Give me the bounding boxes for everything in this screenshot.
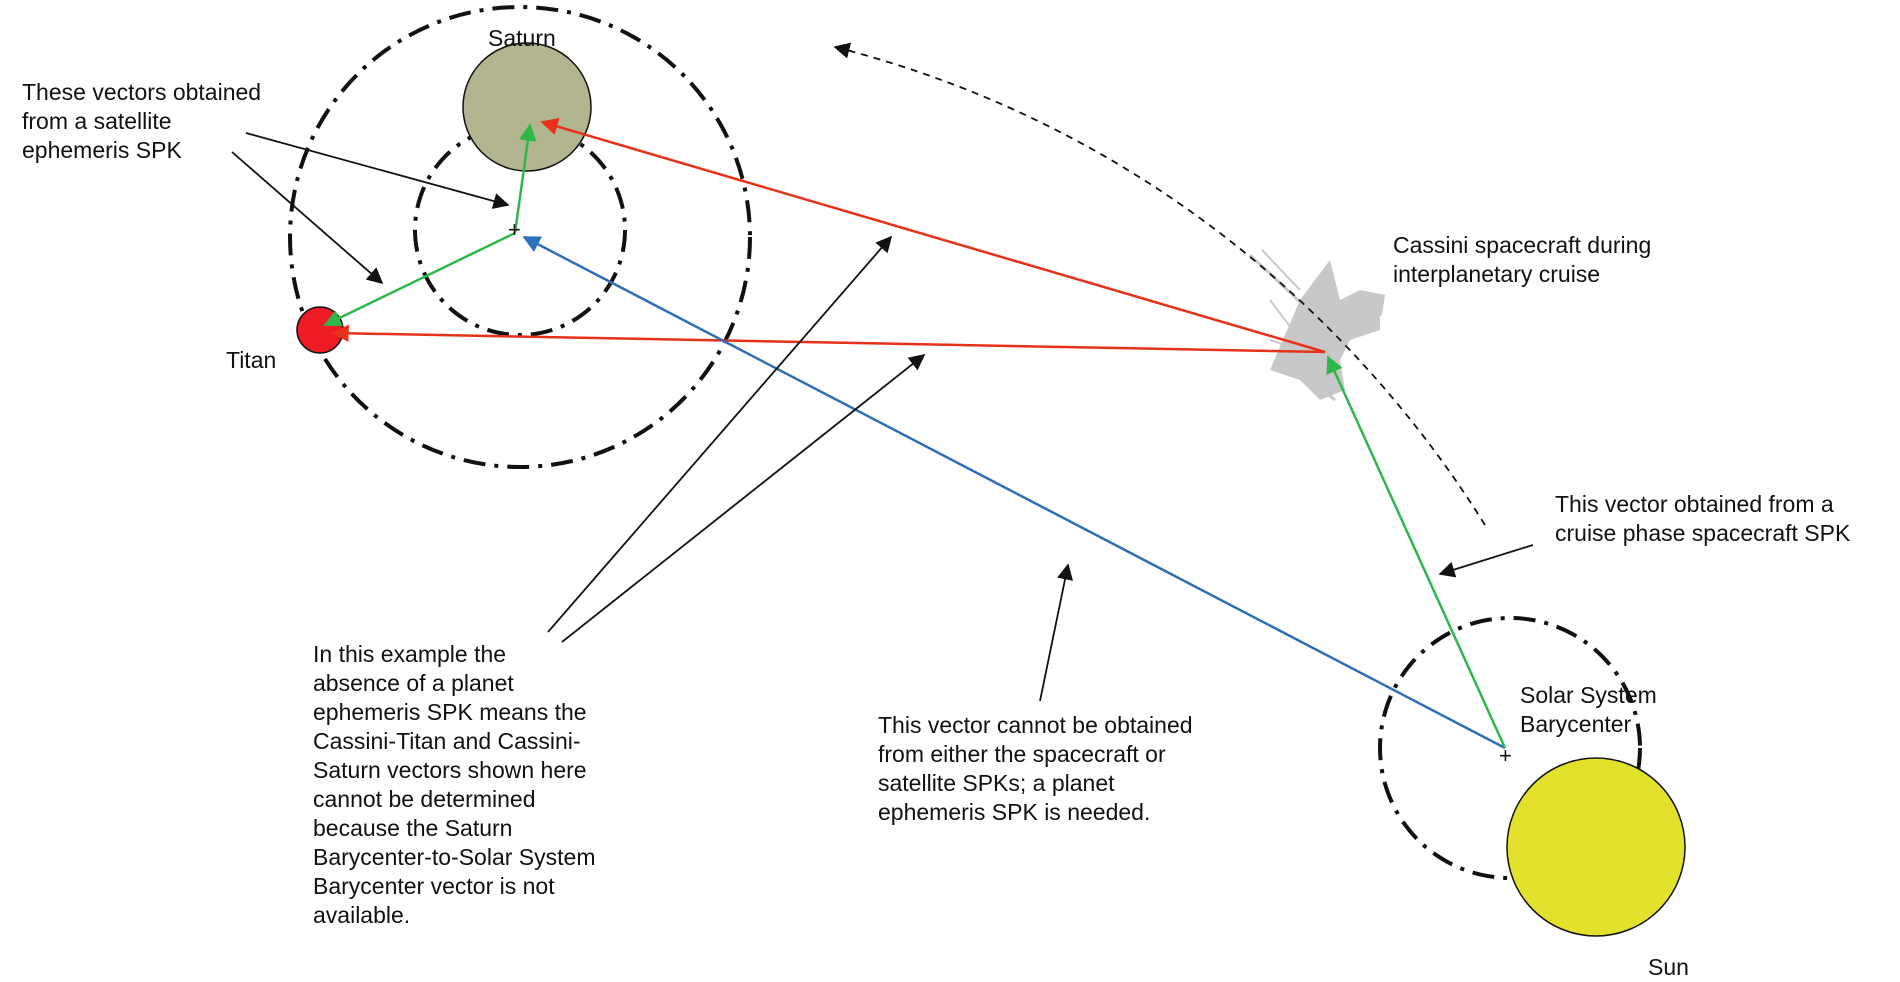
leader-arrow-satellite-2 [231,151,384,285]
titan-body [296,306,344,354]
leader-arrow-missing-vector [1039,563,1073,702]
leader-arrow-example-1 [547,235,893,633]
sun-body [1506,757,1686,937]
vector-ssb-to-cassini [1326,355,1507,749]
vector-saturn-barycenter-to-saturn [513,123,537,234]
solar-system-barycenter-marker: + [1499,743,1512,768]
leader-arrow-example-2 [561,353,926,643]
vector-cassini-to-titan [331,324,1326,354]
vector-ssb-to-saturn-barycenter [522,235,1506,750]
satellite-vectors-annotation: These vectors obtained from a satellite … [22,79,262,163]
vector-cassini-to-saturn [540,118,1326,354]
leader-arrow-satellite-1 [245,132,510,209]
sun-label: Sun [1648,954,1689,980]
cruise-vector-annotation: This vector obtained from a cruise phase… [1555,491,1851,546]
cassini-label: Cassini spacecraft during interplanetary… [1393,232,1652,287]
saturn-body [462,42,592,172]
missing-vector-annotation: This vector cannot be obtained from eith… [878,712,1193,825]
sun-orbit [1378,616,1642,880]
vector-saturn-barycenter-to-titan [323,231,516,327]
titan-label: Titan [226,347,277,373]
example-note-annotation: In this example the absence of a planet … [313,641,596,928]
saturn-label: Saturn [488,25,556,51]
saturn-barycenter-marker: + [508,217,521,242]
leader-arrow-cruise-vector [1438,544,1534,578]
cassini-trajectory [833,42,1486,526]
solar-system-barycenter-label: Solar System Barycenter [1520,682,1657,737]
cassini-spacecraft-icon [1248,249,1385,402]
titan-orbit [288,5,752,469]
